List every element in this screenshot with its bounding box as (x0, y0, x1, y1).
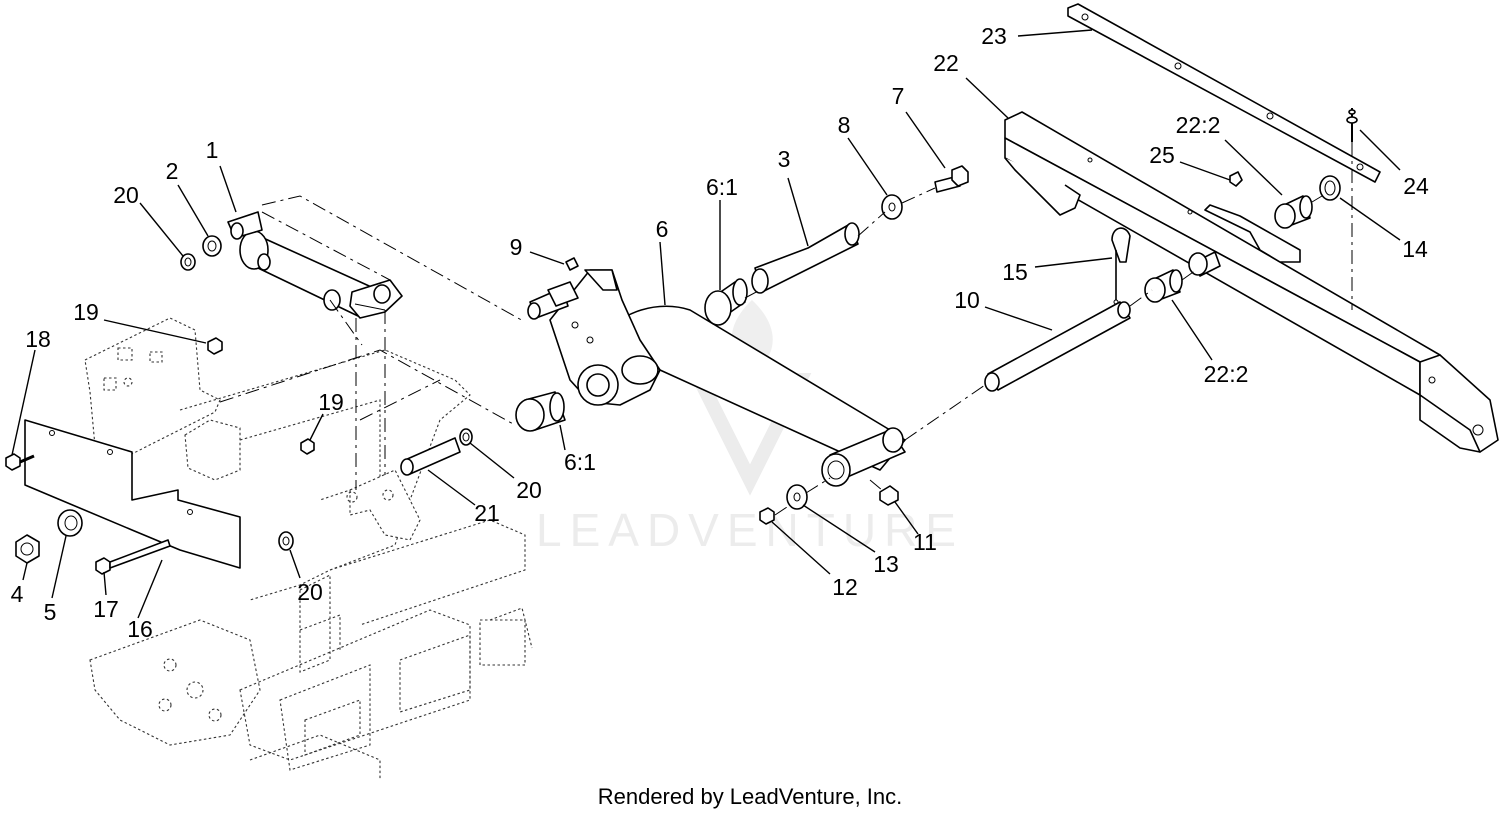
part-21-pin (400, 437, 461, 476)
part-4-nut (15, 534, 40, 564)
callout-19-upper: 19 (73, 299, 99, 325)
part-19-nut-lower (300, 438, 315, 455)
part-12-bolt (759, 507, 775, 525)
callout-10: 10 (954, 287, 980, 313)
callout-16: 16 (127, 616, 153, 642)
callout-23: 23 (981, 23, 1007, 49)
part-13-washer (786, 484, 808, 510)
part-15-lynch-pin (1111, 227, 1131, 305)
part-20-clip-right (459, 428, 473, 446)
callout-11: 11 (913, 529, 937, 555)
part-1-cylinder (227, 211, 403, 319)
leader-lines (11, 29, 1401, 619)
part-17-bolt (95, 539, 171, 575)
callout-25: 25 (1149, 142, 1175, 168)
part-8-washer (881, 194, 903, 220)
callout-12: 12 (832, 574, 858, 600)
callout-14: 14 (1402, 236, 1428, 262)
part-23-strap (1067, 3, 1381, 183)
part-22-rear-frame (1004, 111, 1499, 453)
part-24-fastener (1346, 108, 1358, 142)
callout-4: 4 (11, 581, 24, 607)
callout-3: 3 (778, 146, 791, 172)
main-frame-ghost (84, 317, 533, 780)
part-6-lift-arm (527, 269, 906, 487)
callout-5: 5 (44, 599, 57, 625)
part-22-2-bushing-upper (1274, 195, 1313, 229)
part-22-2-bushing-lower (1144, 251, 1221, 303)
callout-19-lower: 19 (318, 389, 344, 415)
callout-17: 17 (93, 596, 119, 622)
part-6-1-bushing-upper (704, 278, 748, 326)
part-14-washer (1319, 175, 1341, 201)
callout-22: 22 (933, 50, 959, 76)
part-9-grease-fitting (565, 257, 579, 271)
callout-20-lower: 20 (297, 579, 323, 605)
callout-8: 8 (838, 112, 851, 138)
part-5-washer (57, 509, 83, 537)
callout-24: 24 (1403, 173, 1429, 199)
part-19-nut-upper (207, 337, 223, 355)
callout-6-1-lower: 6:1 (564, 449, 596, 475)
callout-15: 15 (1002, 259, 1028, 285)
callout-20-upper: 20 (113, 182, 139, 208)
callout-21: 21 (474, 500, 500, 526)
callout-2: 2 (166, 158, 179, 184)
rendered-by-footer: Rendered by LeadVenture, Inc. (597, 784, 903, 809)
part-3-pivot-shaft (751, 222, 860, 294)
callout-labels: 1 2 20 19 18 19 20 21 20 4 5 17 16 9 6 6… (11, 23, 1429, 642)
callout-1: 1 (206, 137, 219, 163)
part-25-fitting (1229, 171, 1243, 187)
callout-7: 7 (892, 83, 905, 109)
callout-6-1-upper: 6:1 (706, 174, 738, 200)
assembly-lines (219, 142, 1353, 516)
callout-22-2-lower: 22:2 (1204, 361, 1249, 387)
callout-13: 13 (873, 551, 899, 577)
part-2-washer (202, 235, 222, 257)
parts-diagram: LEADVENTURE (5, 3, 1499, 780)
part-16-plate (24, 419, 241, 569)
part-7-bolt (934, 165, 969, 193)
callout-20-right: 20 (516, 477, 542, 503)
callout-18: 18 (25, 326, 51, 352)
part-20-clip-lower (278, 531, 294, 551)
part-10-pin (984, 301, 1131, 392)
callout-9: 9 (510, 234, 523, 260)
part-6-1-bushing-lower (515, 391, 566, 432)
callout-6: 6 (656, 216, 669, 242)
part-20-clip-upper (180, 253, 196, 271)
callout-22-2-upper: 22:2 (1176, 112, 1221, 138)
part-11-bolt (879, 485, 899, 506)
part-18-bolt (5, 453, 35, 471)
watermark-text: LEADVENTURE (536, 504, 964, 556)
